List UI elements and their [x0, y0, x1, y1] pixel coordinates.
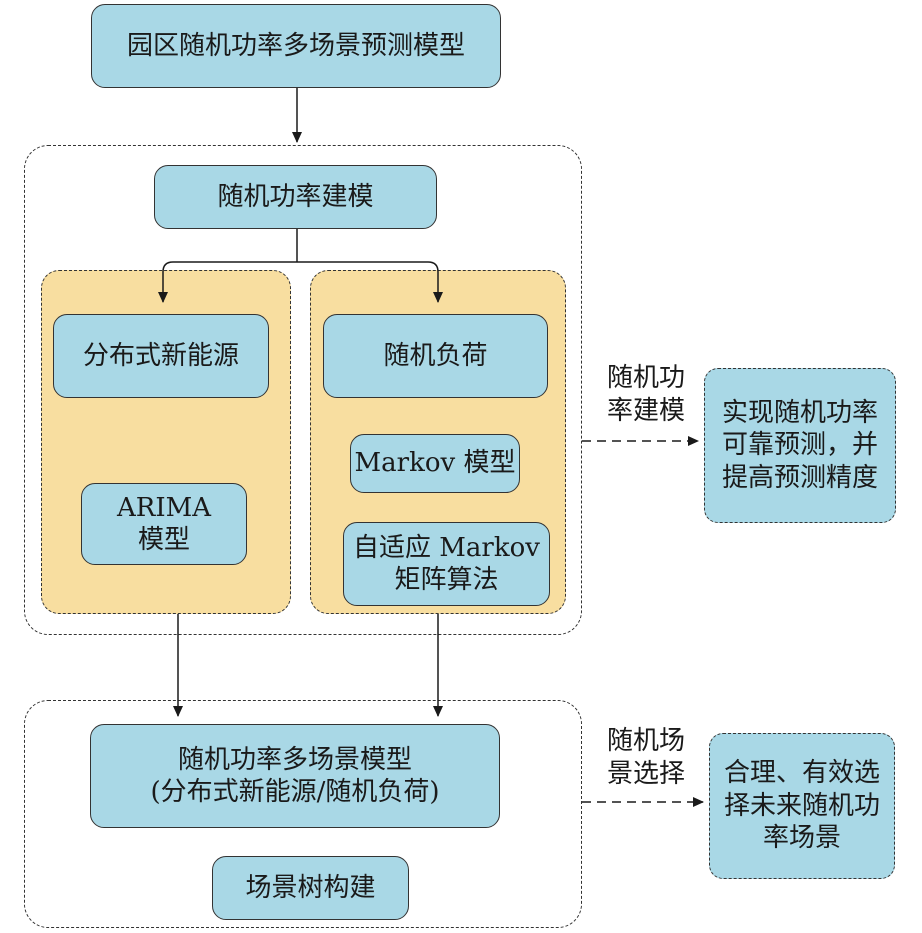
node-text-line: 随机功率多场景模型 — [177, 744, 412, 775]
node-text-line: ARIMA — [116, 492, 212, 523]
node-text-line: 择未来随机功 — [723, 790, 880, 821]
scene-model-group — [24, 700, 582, 928]
node-adaptive-markov-matrix: 自适应 Markov 矩阵算法 — [343, 522, 550, 606]
node-text: 分布式新能源 — [82, 340, 239, 371]
node-power-modeling: 随机功率建模 — [154, 165, 437, 229]
node-text-line: 合理、有效选 — [723, 758, 880, 789]
edge-label-line: 随机场 — [606, 726, 685, 756]
power-modeling-group — [24, 145, 582, 635]
node-text: 园区随机功率多场景预测模型 — [126, 30, 465, 61]
node-text: 随机负荷 — [383, 340, 488, 371]
node-text-line: 矩阵算法 — [394, 565, 499, 595]
node-arima-model: ARIMA 模型 — [81, 483, 247, 565]
node-distributed-energy: 分布式新能源 — [53, 314, 269, 398]
node-text: 随机功率建模 — [217, 181, 374, 212]
arrow-to-random-load — [297, 261, 443, 303]
node-park-power-forecast-model: 园区随机功率多场景预测模型 — [91, 4, 501, 88]
node-scene-tree-construction: 场景树构建 — [212, 856, 409, 920]
edge-label-line: 随机功 — [606, 363, 685, 393]
node-scene-selection-outcome: 合理、有效选 择未来随机功 率场景 — [709, 733, 895, 879]
node-markov-model: Markov 模型 — [350, 434, 520, 493]
edge-label-line: 景选择 — [606, 758, 685, 789]
edge-label-power-modeling: 随机功 率建模 — [596, 362, 696, 427]
node-text-line: 率场景 — [762, 823, 841, 854]
node-text-line: (分布式新能源/随机负荷) — [150, 777, 440, 807]
node-multi-scene-model: 随机功率多场景模型 (分布式新能源/随机负荷) — [90, 724, 500, 828]
node-text-line: 自适应 Markov — [353, 532, 540, 563]
node-text: 场景树构建 — [245, 872, 376, 903]
node-forecast-outcome: 实现随机功率 可靠预测，并 提高预测精度 — [704, 368, 896, 523]
edge-label-scene-selection: 随机场 景选择 — [596, 725, 696, 790]
edge-label-line: 率建模 — [606, 395, 685, 426]
node-text-line: 提高预测精度 — [721, 462, 878, 493]
node-text: Markov 模型 — [354, 448, 516, 479]
arrow-to-distributed-energy — [158, 261, 297, 303]
node-text-line: 模型 — [137, 525, 190, 555]
node-text-line: 实现随机功率 — [721, 397, 878, 428]
node-text-line: 可靠预测，并 — [721, 430, 878, 461]
node-random-load: 随机负荷 — [323, 314, 548, 398]
